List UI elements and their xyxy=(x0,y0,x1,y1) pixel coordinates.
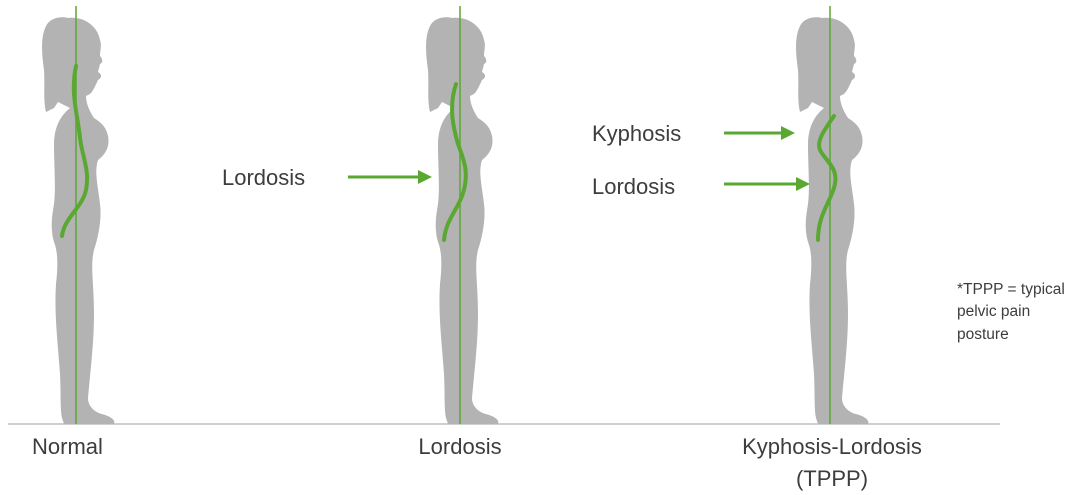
caption-lordosis-line1: Lordosis xyxy=(380,431,540,463)
caption-kyphosis-lordosis: Kyphosis-Lordosis (TPPP) xyxy=(700,431,964,495)
caption-lordosis: Lordosis xyxy=(380,431,540,463)
caption-normal-line1: Normal xyxy=(32,431,172,463)
label-lordosis-right: Lordosis xyxy=(592,176,675,198)
caption-kyphosis-lordosis-line2: (TPPP) xyxy=(700,463,964,495)
figure-normal xyxy=(42,6,114,424)
footnote: *TPPP = typical pelvic pain posture xyxy=(957,279,1085,346)
caption-kyphosis-lordosis-line1: Kyphosis-Lordosis xyxy=(700,431,964,463)
caption-normal: Normal xyxy=(10,431,172,463)
silhouette-kyphosis-lordosis xyxy=(796,17,868,424)
silhouette-normal xyxy=(42,17,114,424)
silhouette-lordosis xyxy=(426,17,498,424)
figure-kyphosis-lordosis xyxy=(796,6,868,424)
arrow-kyphosis-right xyxy=(724,126,795,140)
label-lordosis-middle: Lordosis xyxy=(222,167,305,189)
figure-lordosis xyxy=(426,6,498,424)
arrow-lordosis-right xyxy=(724,177,810,191)
arrow-lordosis-middle xyxy=(348,170,432,184)
label-kyphosis-right: Kyphosis xyxy=(592,123,681,145)
